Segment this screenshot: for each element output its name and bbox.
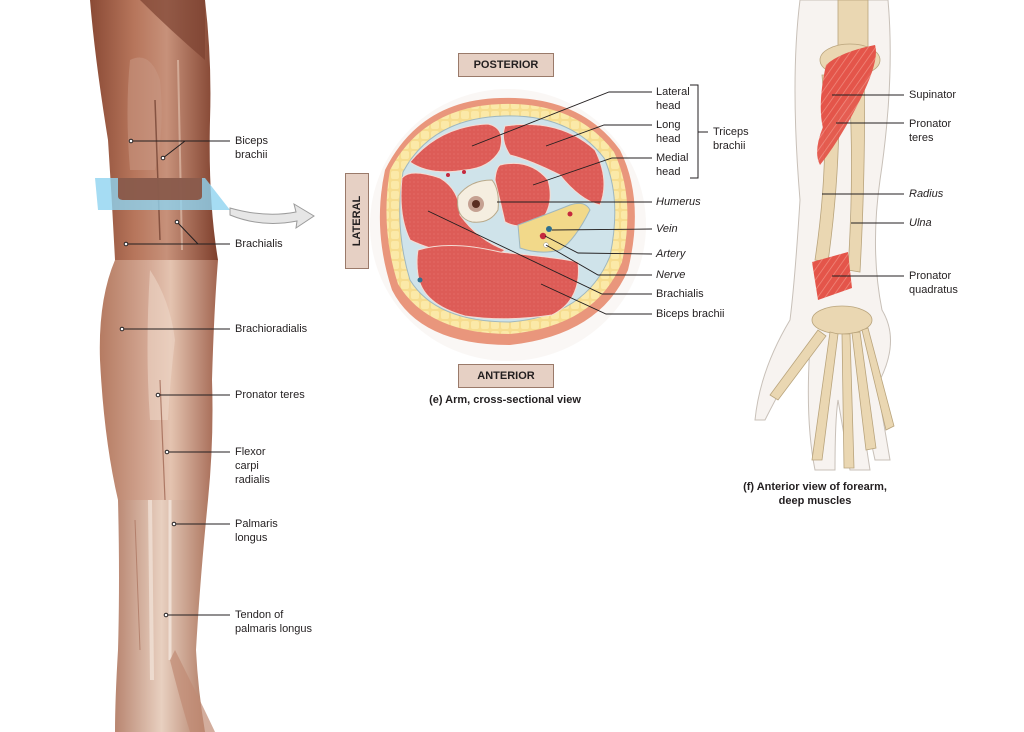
forearm-skeleton	[754, 0, 895, 471]
caption-panel-e: (e) Arm, cross-sectional view	[429, 394, 581, 406]
label-pronator-teres-deep: Pronator teres	[909, 118, 952, 144]
label-nerve: Nerve	[656, 269, 686, 281]
arm-cross-section	[370, 89, 646, 361]
orientation-anterior: ANTERIOR	[458, 364, 554, 388]
label-tendon-palmaris-longus: Tendon of palmaris longus	[235, 609, 313, 635]
orientation-lateral: LATERAL	[351, 195, 363, 247]
label-palmaris-longus: Palmaris longus	[235, 518, 278, 544]
label-artery: Artery	[656, 248, 686, 260]
label-pronator-quadratus: Pronator quadratus	[909, 270, 958, 296]
orientation-posterior: POSTERIOR	[458, 53, 554, 77]
triceps-bracket	[690, 84, 708, 179]
label-brachialis: Brachialis	[235, 238, 283, 250]
label-lateral-head: Lateral head	[656, 86, 690, 112]
label-long-head: Long head	[656, 119, 681, 145]
label-brachialis-section: Brachialis	[656, 288, 704, 300]
orientation-lateral-box: LATERAL	[345, 173, 369, 269]
label-humerus: Humerus	[656, 196, 701, 208]
caption-panel-f: (f) Anterior view of forearm, deep muscl…	[743, 481, 887, 507]
label-flexor-carpi-radialis: Flexor carpi radialis	[235, 446, 270, 486]
label-biceps-brachii: Biceps brachii	[235, 135, 269, 161]
label-radius: Radius	[909, 188, 944, 200]
label-triceps-brachii: Triceps brachii	[713, 126, 749, 152]
label-brachioradialis: Brachioradialis	[235, 323, 308, 335]
arm-dissection-photo	[90, 0, 218, 732]
label-pronator-teres: Pronator teres	[235, 389, 305, 401]
label-ulna: Ulna	[909, 217, 932, 229]
label-medial-head: Medial head	[656, 152, 689, 178]
label-biceps-brachii-section: Biceps brachii	[656, 308, 725, 320]
arrow-to-cross-section	[229, 202, 315, 230]
label-supinator: Supinator	[909, 89, 957, 101]
left-leader-lines	[119, 138, 230, 618]
forearm-leader-lines	[822, 94, 904, 277]
cross-section-leader-lines	[427, 91, 653, 315]
label-vein: Vein	[656, 223, 678, 235]
